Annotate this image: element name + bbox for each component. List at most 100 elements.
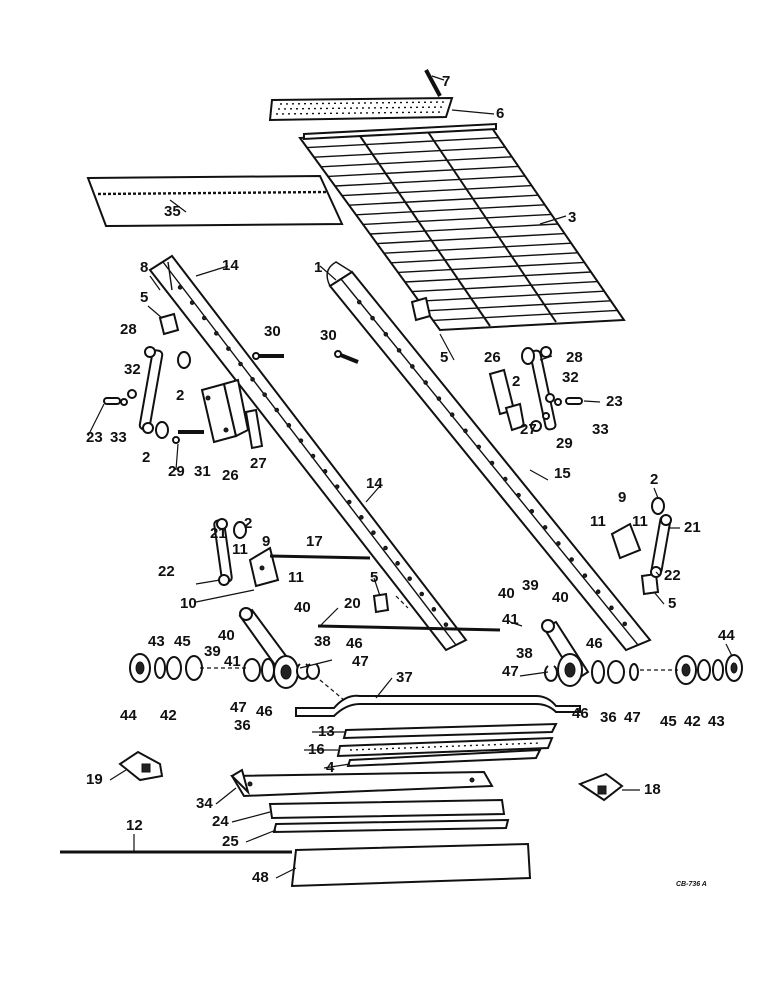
- leader-line: [373, 577, 381, 597]
- label-5c: 5: [370, 569, 378, 586]
- sieve-slat: [425, 300, 611, 312]
- label-46d: 46: [572, 705, 589, 722]
- label-11b: 11: [632, 513, 648, 530]
- part-19-clip: [118, 750, 164, 782]
- mounting-hole: [410, 364, 415, 369]
- part-18-clip: [577, 772, 624, 802]
- leader-line: [299, 659, 333, 669]
- part-16-strip: [336, 736, 554, 758]
- label-15: 15: [554, 465, 571, 482]
- sieve-slat: [397, 261, 585, 274]
- sieve-slat: [418, 290, 605, 302]
- label-1: 1: [314, 259, 322, 276]
- label-33b: 33: [592, 421, 609, 438]
- label-44a: 44: [120, 707, 137, 724]
- label-2e: 2: [244, 515, 252, 532]
- sieve-slat: [355, 204, 545, 216]
- label-14a: 14: [222, 257, 239, 274]
- mounting-hole: [371, 530, 376, 535]
- part-34-angle: [230, 768, 494, 798]
- label-23a: 23: [86, 429, 103, 446]
- leader-line: [87, 403, 105, 437]
- label-31: 31: [194, 463, 211, 480]
- leader-line: [655, 571, 661, 577]
- part-21-right-link: [650, 514, 672, 578]
- label-5b: 5: [440, 349, 448, 366]
- sieve-slat: [313, 146, 506, 158]
- label-4: 4: [326, 759, 335, 776]
- label-36a: 36: [234, 717, 251, 734]
- label-14b: 14: [366, 475, 383, 492]
- leader-line: [215, 787, 237, 805]
- label-40a: 40: [294, 599, 311, 616]
- leader-line: [375, 677, 393, 699]
- label-26a: 26: [484, 349, 501, 366]
- label-46a: 46: [346, 635, 363, 652]
- part-7-pin: [424, 69, 442, 97]
- label-46c: 46: [256, 703, 273, 720]
- part-5-blocks: [158, 296, 660, 614]
- label-16: 16: [308, 741, 325, 758]
- label-21a: 21: [210, 525, 227, 542]
- label-39b: 39: [522, 577, 539, 594]
- leader-line: [245, 829, 277, 843]
- part-48-plate: [290, 842, 532, 888]
- part-32-33-washers: [120, 389, 562, 406]
- label-33a: 33: [110, 429, 127, 446]
- leader-line: [319, 265, 337, 281]
- leader-line: [323, 763, 351, 769]
- part-25-strip: [272, 818, 510, 834]
- label-41b: 41: [502, 611, 519, 628]
- label-29b: 29: [556, 435, 573, 452]
- mounting-hole: [463, 428, 468, 434]
- mounting-hole: [476, 444, 482, 450]
- part-37-shaft: [295, 679, 581, 717]
- label-29a: 29: [168, 463, 185, 480]
- label-2b: 2: [512, 373, 520, 390]
- mounting-hole: [489, 460, 495, 466]
- label-2c: 2: [142, 449, 150, 466]
- label-37: 37: [396, 669, 413, 686]
- leader-line: [231, 811, 271, 823]
- sieve-slat: [432, 309, 618, 322]
- mounting-hole: [226, 346, 231, 351]
- leader-line: [519, 671, 549, 677]
- label-40c: 40: [552, 589, 569, 606]
- label-32b: 32: [562, 369, 579, 386]
- label-3: 3: [568, 209, 576, 226]
- mounting-hole: [443, 622, 449, 627]
- leader-line: [195, 589, 255, 603]
- part-9-right-bracket: [610, 522, 642, 560]
- label-40d: 40: [218, 627, 235, 644]
- label-22a: 22: [158, 563, 175, 580]
- leader-line: [195, 265, 229, 277]
- leader-line: [275, 867, 297, 879]
- sieve-slat: [320, 156, 512, 168]
- leader-line: [431, 75, 445, 81]
- sieve-slat: [376, 232, 565, 245]
- label-38b: 38: [516, 645, 533, 662]
- label-19: 19: [86, 771, 103, 788]
- label-43b: 43: [708, 713, 725, 730]
- mounting-hole: [622, 621, 628, 627]
- leader-line: [195, 579, 221, 585]
- part-3-sieve: [298, 122, 626, 332]
- label-22b: 22: [664, 567, 681, 584]
- mounting-hole: [286, 423, 292, 428]
- leader-line: [175, 443, 179, 471]
- part-2-bushings: [155, 347, 665, 539]
- mounting-hole: [556, 541, 561, 546]
- leader-line: [109, 769, 127, 781]
- leader-line: [509, 621, 523, 627]
- mounting-hole: [407, 576, 412, 581]
- label-20: 20: [344, 595, 361, 612]
- mounting-hole: [356, 299, 362, 305]
- label-23b: 23: [606, 393, 623, 410]
- mounting-hole: [346, 499, 352, 505]
- mounting-hole: [423, 380, 428, 385]
- part-15-right-side-member: [326, 261, 652, 652]
- leader-line: [149, 275, 161, 291]
- label-12: 12: [126, 817, 143, 834]
- label-5a: 5: [140, 289, 148, 306]
- part-6-perforated-strip: [268, 96, 454, 122]
